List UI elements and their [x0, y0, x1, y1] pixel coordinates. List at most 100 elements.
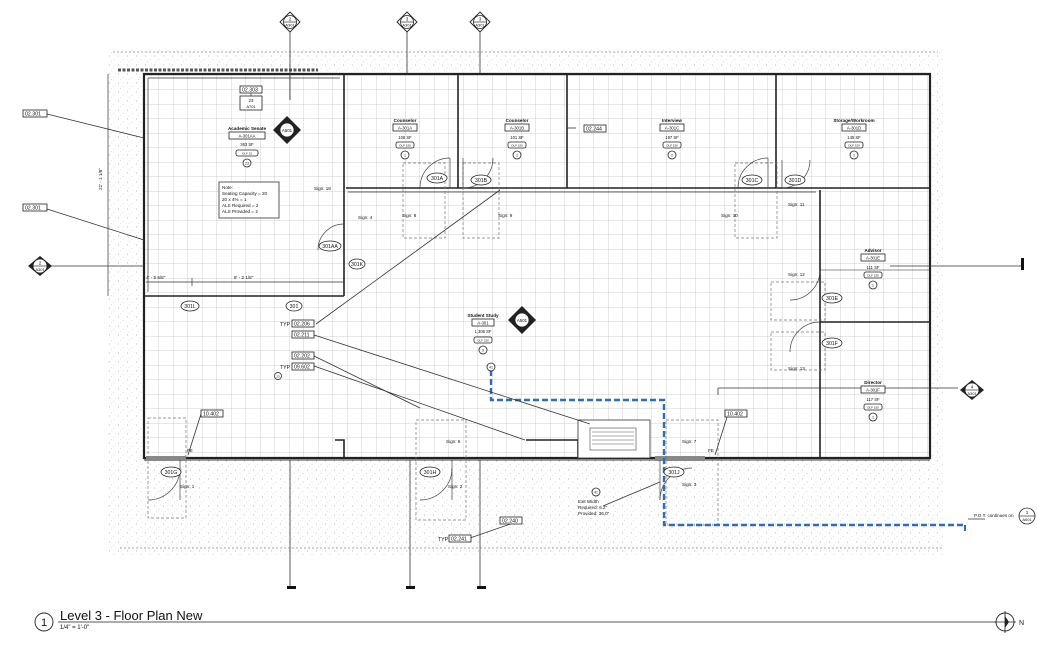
svg-text:Storage/Workroom: Storage/Workroom	[833, 118, 874, 123]
keynote-10-402-left: 10.402	[200, 409, 224, 418]
svg-text:N: N	[1019, 620, 1024, 627]
svg-text:02.303: 02.303	[242, 88, 258, 94]
svg-text:301D: 301D	[789, 178, 802, 184]
svg-text:OLF 150: OLF 150	[867, 274, 879, 278]
drawing-title-block: 1 Level 3 - Floor Plan New 1/4" = 1'-0"	[34, 608, 1012, 632]
keynote-02-303: 02.303	[239, 85, 263, 94]
svg-text:TYP: TYP	[280, 322, 291, 328]
section-callout-left: 2 A301	[28, 256, 52, 276]
svg-text:A001: A001	[1022, 517, 1032, 522]
svg-text:1: 1	[1026, 510, 1029, 515]
svg-text:OLF 150: OLF 150	[477, 339, 489, 343]
fe-label-left: FE	[187, 448, 193, 453]
svg-text:2: 2	[671, 154, 673, 158]
room-academic-senate: Academic Senate A-301AA 363 SF OLF 15 23	[228, 126, 266, 168]
svg-text:23: 23	[245, 162, 249, 166]
grid-marker: 23	[274, 372, 282, 380]
svg-text:Provided: 36.0": Provided: 36.0"	[578, 511, 610, 516]
svg-text:301F: 301F	[826, 341, 838, 347]
svg-text:301E: 301E	[826, 296, 839, 302]
door-tag-301c: 301C	[741, 174, 763, 186]
svg-text:Required: 6.2": Required: 6.2"	[578, 505, 608, 510]
room-director: Director A-301F 117 SF OLF 150 1	[860, 380, 886, 422]
svg-text:1: 1	[853, 154, 855, 158]
svg-text:A-301F: A-301F	[866, 388, 880, 393]
north-arrow: N	[994, 611, 1024, 633]
svg-text:A-301C: A-301C	[665, 126, 679, 131]
svg-text:301H: 301H	[424, 470, 437, 476]
svg-text:02.301: 02.301	[25, 206, 41, 212]
door-tag-301l: 301L	[180, 300, 200, 312]
sign-3: Sign: 3	[682, 482, 697, 487]
svg-text:1: 1	[516, 154, 518, 158]
svg-text:A501: A501	[282, 128, 293, 133]
dim-vertical: 22' - 1 1/8"	[98, 168, 103, 190]
svg-text:23: 23	[249, 98, 254, 103]
exterior-walls	[142, 72, 932, 461]
svg-text:1: 1	[872, 416, 874, 420]
sign-18: Sign: 18	[314, 186, 331, 191]
svg-text:Counselor: Counselor	[394, 118, 417, 123]
sign-11: Sign: 11	[788, 202, 805, 207]
svg-text:197 SF: 197 SF	[665, 135, 679, 140]
svg-text:OLF 150: OLF 150	[399, 144, 411, 148]
svg-text:OLF 150: OLF 150	[867, 406, 879, 410]
sign-2: Sign: 2	[448, 484, 463, 489]
svg-text:301AA: 301AA	[322, 244, 338, 250]
drawing-scale: 1/4" = 1'-0"	[60, 625, 89, 631]
svg-text:3: 3	[479, 17, 482, 22]
room-interview: Interview A-301C 197 SF OLF 150 2	[659, 118, 685, 160]
svg-text:02.206: 02.206	[294, 322, 310, 328]
svg-text:106 SF: 106 SF	[398, 135, 412, 140]
dimension-lines: 4' - 5 5/8" 8' - 2 1/8" 22' - 1 1/8"	[98, 74, 344, 296]
seating-note-box: Note: Seating Capacity = 20 20 x 4% = 1 …	[218, 181, 280, 219]
door-tags: 301A 301B 301C 301D 301E 301F 301AA 301G…	[160, 172, 843, 478]
dim-right-segment: 8' - 2 1/8"	[234, 275, 254, 280]
svg-text:A-301: A-301	[477, 321, 489, 326]
svg-text:1: 1	[404, 154, 406, 158]
door-tag-301b: 301B	[470, 174, 492, 186]
door-tag-301f: 301F	[821, 337, 843, 349]
svg-text:Exit Width: Exit Width	[578, 499, 599, 504]
egress-path	[489, 370, 965, 527]
section-callout-top-2: 3 A301	[396, 11, 418, 33]
svg-text:A-301B: A-301B	[510, 126, 524, 131]
sign-6: Sign: 6	[446, 439, 461, 444]
pot-reference: P.O.T. continues on 1 A001	[974, 507, 1036, 525]
sign-7: Sign: 7	[682, 439, 697, 444]
svg-text:4: 4	[971, 385, 974, 390]
svg-text:301C: 301C	[746, 178, 759, 184]
svg-text:02.240: 02.240	[502, 519, 518, 525]
room-counselor-b: Counselor A-301B 101 SF OLF 150 1	[504, 118, 530, 160]
senate-elevation-tag: 23 A701	[239, 93, 263, 111]
fire-extinguishers: FE FE	[187, 448, 714, 453]
svg-text:41: 41	[594, 491, 598, 495]
svg-text:10.402: 10.402	[203, 412, 219, 418]
svg-text:A-301AA: A-301AA	[239, 134, 256, 139]
svg-text:02.211: 02.211	[294, 333, 310, 339]
keynote-02-301-top: 02.301	[22, 109, 48, 118]
svg-text:3: 3	[406, 17, 409, 22]
svg-text:301K: 301K	[351, 262, 364, 268]
sign-8: Sign: 8	[402, 213, 417, 218]
svg-text:Seating Capacity = 20: Seating Capacity = 20	[222, 191, 268, 196]
svg-text:OLF 150: OLF 150	[848, 144, 860, 148]
svg-text:A501: A501	[517, 318, 528, 323]
keynote-02-202: 02.202	[291, 351, 315, 360]
svg-text:301A: 301A	[431, 176, 444, 182]
svg-text:111 SF: 111 SF	[867, 265, 880, 270]
svg-text:41: 41	[489, 366, 493, 370]
svg-text:02.202: 02.202	[294, 354, 310, 360]
svg-text:A-301A: A-301A	[398, 126, 412, 131]
svg-text:OLF 15: OLF 15	[242, 152, 252, 156]
exit-width-info: 41 Exit Width Required: 6.2" Provided: 3…	[486, 362, 610, 516]
door-tag-301k: 301K	[348, 258, 366, 270]
door-tag-301e: 301E	[821, 292, 843, 304]
room-advisor: Advisor A-301E 111 SF OLF 150 1	[860, 248, 886, 290]
svg-text:A301: A301	[285, 23, 295, 28]
sign-13: Sign: 13	[788, 366, 805, 371]
